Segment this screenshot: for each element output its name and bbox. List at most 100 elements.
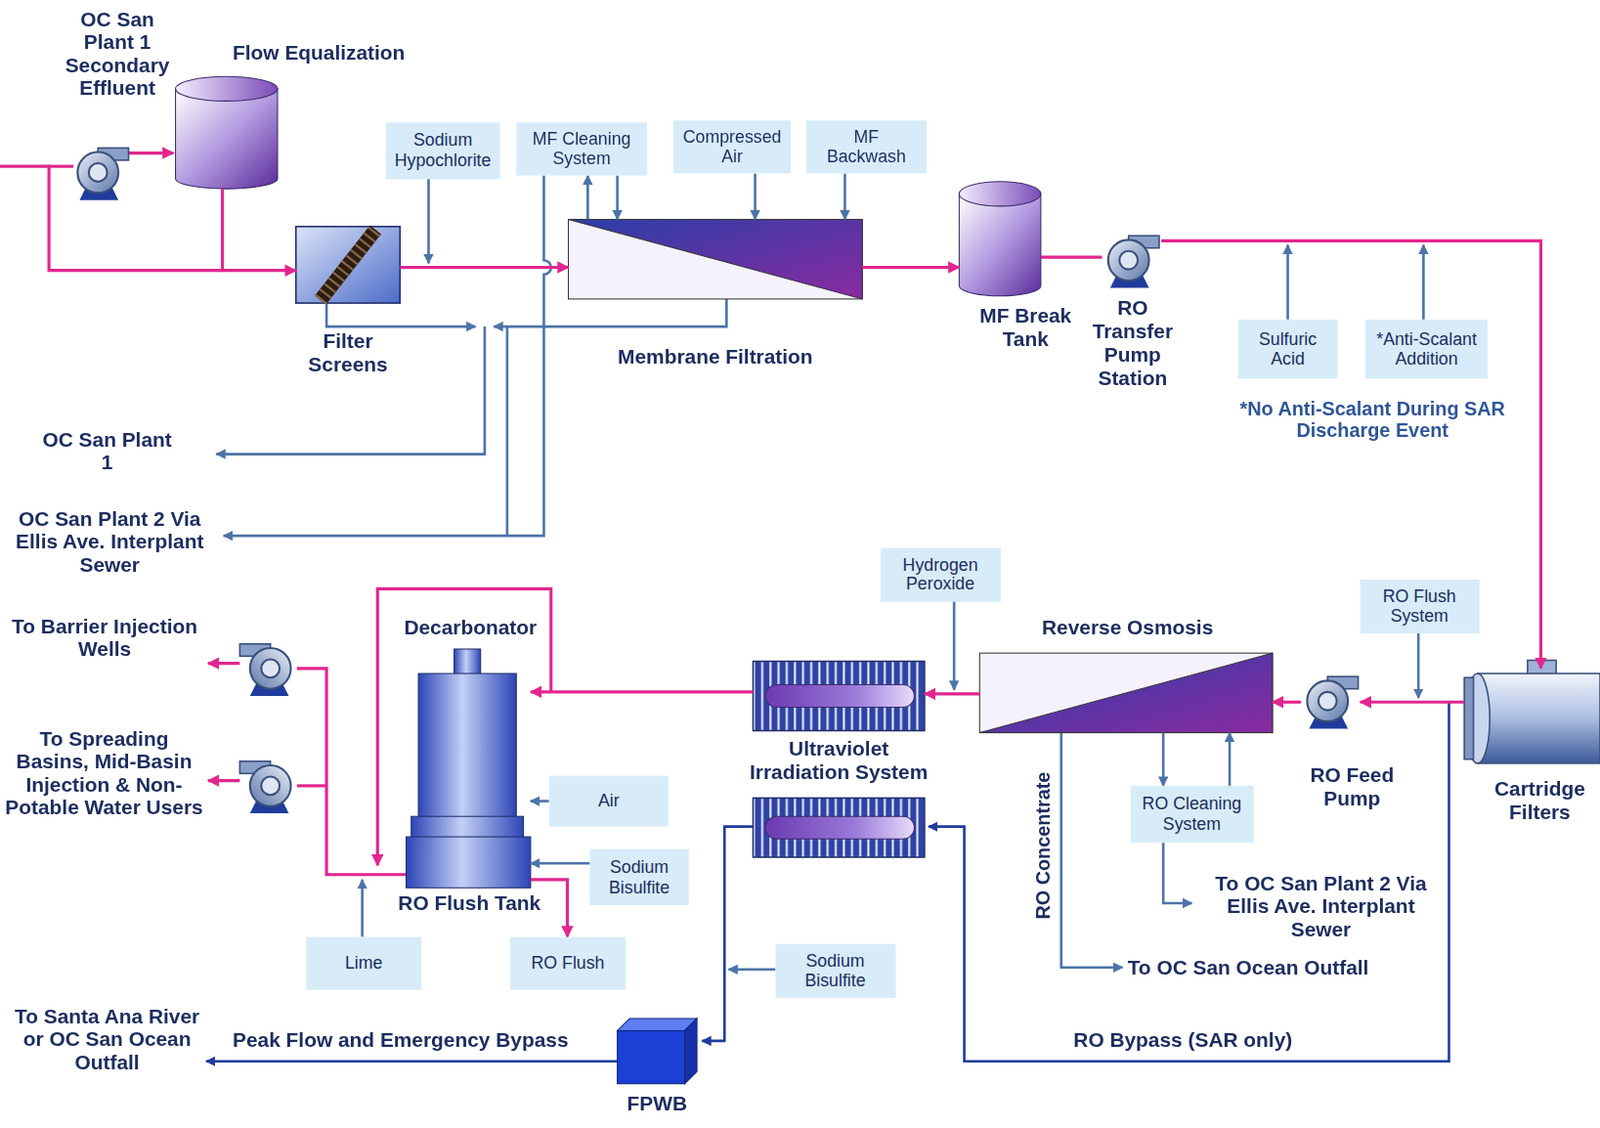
chemical-feed-lines bbox=[1417, 632, 1421, 698]
chemical-feed-box: Lime bbox=[305, 936, 422, 990]
equipment-label: Decarbonator bbox=[399, 616, 541, 641]
decarbonator-symbol bbox=[406, 836, 531, 888]
feed-line bbox=[530, 862, 591, 865]
tank-symbols bbox=[175, 88, 278, 189]
equipment-label: FPWB bbox=[605, 1091, 708, 1116]
chemical-feed-lines bbox=[360, 879, 364, 937]
chemical-feed-lines bbox=[728, 968, 776, 972]
box-label: RO Flush System bbox=[1366, 586, 1473, 626]
box-label: *Anti-Scalant Addition bbox=[1371, 329, 1482, 369]
cartridge-filter-symbol bbox=[1464, 677, 1473, 760]
box-label: Lime bbox=[345, 953, 383, 974]
equipment-node: Flow Equalization bbox=[175, 76, 278, 189]
process-pipe bbox=[1161, 240, 1541, 668]
pump-symbols bbox=[239, 644, 291, 696]
equipment-label: RO Feed Pump bbox=[1300, 763, 1403, 811]
feed-line bbox=[1228, 733, 1232, 786]
box-label: Sulfuric Acid bbox=[1244, 329, 1333, 369]
chemical-feed-lines bbox=[1163, 842, 1192, 904]
chemical-feed-lines bbox=[427, 178, 431, 264]
equipment-label: Filter Screens bbox=[294, 329, 403, 377]
equipment-label: RO Flush Tank bbox=[392, 891, 547, 915]
process-pipe bbox=[862, 265, 959, 269]
process-pipe bbox=[530, 690, 754, 693]
filter-screen-symbol bbox=[296, 226, 400, 303]
pink-pipes bbox=[297, 668, 407, 875]
equipment-node: RO Feed Pump bbox=[1300, 673, 1361, 730]
pink-pipes bbox=[297, 783, 327, 787]
process-pipe bbox=[1040, 256, 1103, 260]
uv-reactor-symbols bbox=[765, 685, 914, 708]
filter-screen-symbol bbox=[320, 229, 376, 301]
pump-symbols bbox=[239, 644, 291, 696]
fpwb-symbol bbox=[685, 1018, 698, 1084]
equipment-label: Cartridge Filters bbox=[1479, 778, 1600, 825]
membrane-symbols bbox=[979, 652, 1273, 733]
equipment-label: Membrane Filtration bbox=[571, 345, 860, 369]
pump-symbols bbox=[77, 147, 1358, 814]
flow-label: OC San Plant 2 Via Ellis Ave. Interplant… bbox=[4, 507, 215, 576]
chemical-feed-lines bbox=[493, 299, 727, 327]
cartridge-filter-symbol bbox=[1477, 673, 1600, 764]
fpwb-symbol bbox=[617, 1018, 697, 1084]
chemical-feed-lines bbox=[326, 302, 476, 327]
flow-label: OC San Plant 1 Secondary Effluent bbox=[55, 7, 178, 100]
chemical-feed-box: Sodium Hypochlorite bbox=[386, 122, 501, 178]
box-label: Sodium Bisulfite bbox=[596, 857, 684, 897]
decarbonator-symbol bbox=[418, 673, 517, 819]
process-pipe bbox=[399, 265, 568, 269]
pump-symbols bbox=[1306, 676, 1358, 729]
decarbonator-symbol bbox=[411, 816, 524, 839]
pump-symbols bbox=[239, 761, 291, 814]
uv-reactor-symbols bbox=[752, 797, 924, 858]
equipment-node: Cartridge Filters bbox=[1464, 668, 1600, 766]
chemical-feed-lines bbox=[216, 175, 1424, 970]
pink-pipes bbox=[208, 661, 240, 665]
flow-label: *No Anti-Scalant During SAR Discharge Ev… bbox=[1204, 397, 1542, 441]
membrane-symbols bbox=[568, 218, 1273, 733]
fpwb-symbol bbox=[617, 1030, 686, 1083]
process-pipe bbox=[924, 691, 980, 695]
box-label: RO Cleaning System bbox=[1136, 794, 1248, 834]
equipment-node: DecarbonatorRO Flush Tank bbox=[406, 648, 531, 888]
flow-label: To OC San Ocean Outfall bbox=[1127, 955, 1455, 979]
feed-line bbox=[843, 172, 847, 219]
cartridge-filter-symbol bbox=[1464, 659, 1600, 763]
equipment-node: Reverse Osmosis bbox=[979, 652, 1273, 733]
bypass-lines bbox=[928, 701, 1449, 1061]
equipment-node: RO Transfer Pump Station bbox=[1102, 232, 1163, 289]
chemical-feed-lines bbox=[223, 175, 552, 537]
chemical-feed-lines bbox=[216, 326, 485, 455]
bypass-lines bbox=[206, 701, 1450, 1061]
box-label: Hydrogen Peroxide bbox=[886, 555, 995, 595]
equipment-node: MF Break Tank bbox=[958, 181, 1041, 297]
chemical-feed-lines bbox=[952, 601, 956, 691]
equipment-label: MF Break Tank bbox=[971, 303, 1081, 351]
chemical-feed-box: RO Flush bbox=[510, 936, 626, 990]
flow-label: To Barrier Injection Wells bbox=[4, 615, 205, 662]
equipment-node: FPWB bbox=[617, 1017, 697, 1084]
equipment-node: Filter Screens bbox=[296, 226, 400, 303]
equipment-node: Membrane Filtration bbox=[568, 218, 864, 299]
box-label: MF Backwash bbox=[812, 127, 921, 167]
feed-line bbox=[615, 175, 619, 220]
box-label: Compressed Air bbox=[679, 127, 785, 167]
chemical-feed-lines bbox=[1286, 245, 1290, 320]
pink-pipes bbox=[377, 588, 551, 865]
pink-pipes bbox=[208, 778, 240, 782]
process-pipe bbox=[1272, 700, 1301, 704]
equipment-label: Flow Equalization bbox=[232, 41, 458, 65]
equipment-label: Ultraviolet Irradiation System bbox=[736, 736, 942, 784]
chemical-feed-box: Sodium Bisulfite bbox=[589, 849, 689, 906]
box-label: Air bbox=[598, 791, 620, 812]
flow-label: To OC San Plant 2 Via Ellis Ave. Interpl… bbox=[1196, 872, 1447, 942]
process-pipe bbox=[1360, 700, 1465, 704]
flow-label: OC San Plant 1 bbox=[41, 428, 174, 475]
box-label: MF Cleaning System bbox=[522, 129, 642, 170]
chemical-feed-lines bbox=[1061, 733, 1124, 968]
feed-line bbox=[586, 175, 590, 220]
equipment-node: Ultraviolet Irradiation System bbox=[752, 661, 924, 732]
chemical-feed-box: Sodium Bisulfite bbox=[775, 944, 895, 997]
bypass-lines bbox=[206, 1059, 618, 1063]
chemical-feed-box: Air bbox=[549, 775, 669, 826]
